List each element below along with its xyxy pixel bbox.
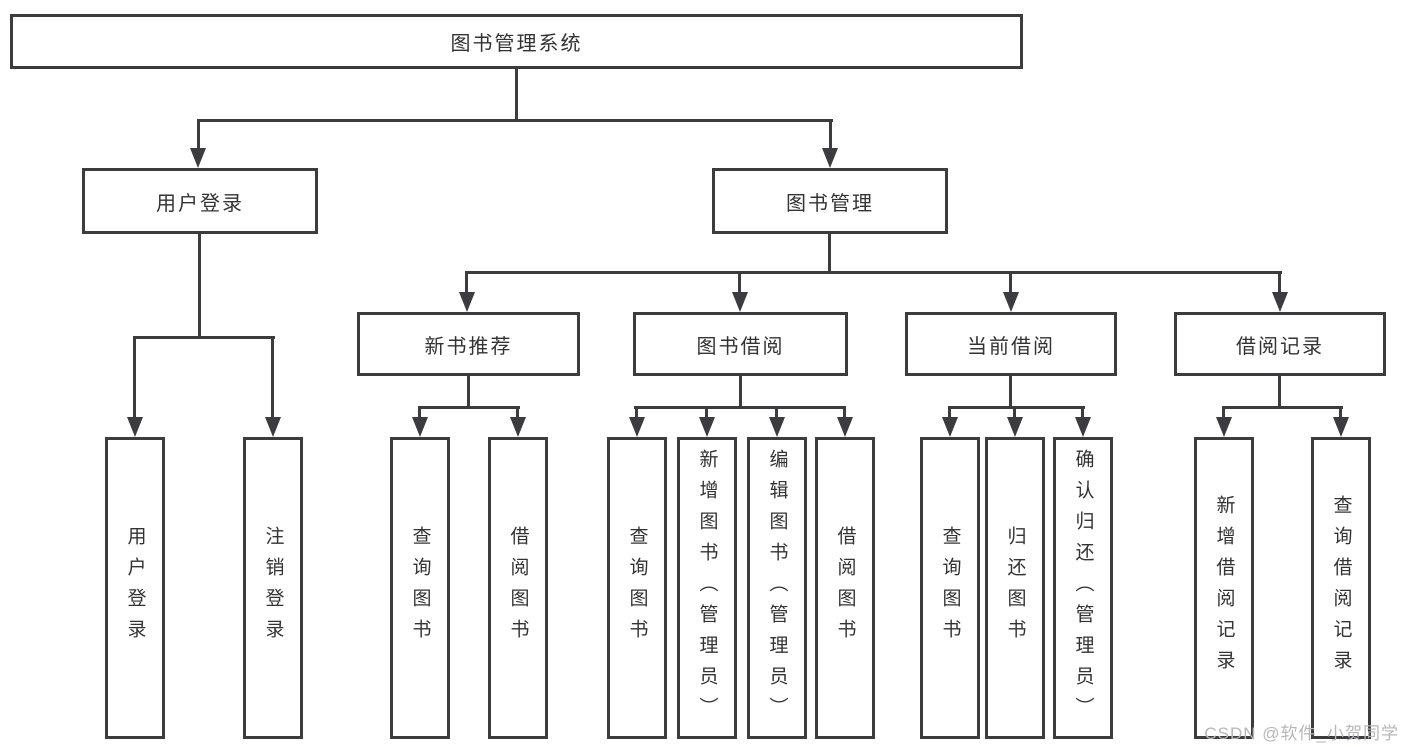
arrow-down-icon xyxy=(1003,292,1019,312)
connector-stem xyxy=(829,119,832,151)
arrow-down-icon xyxy=(1333,417,1349,437)
connector-stem xyxy=(465,271,468,295)
node-book-borrowing: 图书借阅 xyxy=(633,312,848,376)
arrow-down-icon xyxy=(822,148,838,168)
arrow-down-icon xyxy=(459,292,475,312)
leaf-confirm-return-admin: 确认归还（管理员） xyxy=(1053,437,1113,739)
node-label: 查询图书 xyxy=(409,526,431,650)
node-user-login: 用户登录 xyxy=(82,168,318,234)
node-label: 编辑图书（管理员） xyxy=(766,448,788,728)
arrow-down-icon xyxy=(265,417,281,437)
node-label: 注销登录 xyxy=(262,526,284,650)
connector-stem xyxy=(516,406,519,420)
node-label: 查询图书 xyxy=(939,526,961,650)
node-new-book-recommendation: 新书推荐 xyxy=(357,312,580,376)
arrow-down-icon xyxy=(837,417,853,437)
connector-stem xyxy=(271,336,274,420)
node-label: 用户登录 xyxy=(124,526,146,650)
connector-stem xyxy=(1222,406,1225,420)
node-label: 借阅图书 xyxy=(834,526,856,650)
arrow-down-icon xyxy=(127,417,143,437)
node-label: 确认归还（管理员） xyxy=(1072,448,1094,728)
node-label: 新增图书（管理员） xyxy=(696,448,718,728)
leaf-borrow-books-borrowing: 借阅图书 xyxy=(815,437,875,739)
arrow-down-icon xyxy=(190,148,206,168)
connector-stem xyxy=(1009,271,1012,295)
connector-stem xyxy=(1278,271,1281,295)
node-label: 借阅记录 xyxy=(1236,335,1324,358)
arrow-down-icon xyxy=(1075,417,1091,437)
node-label: 图书管理系统 xyxy=(450,33,583,55)
leaf-add-borrow-record: 新增借阅记录 xyxy=(1194,437,1254,739)
connector-stem xyxy=(1013,406,1016,420)
connector-stem xyxy=(133,336,136,420)
arrow-down-icon xyxy=(769,417,785,437)
connector-hline xyxy=(418,406,520,409)
node-label: 查询借阅记录 xyxy=(1330,495,1352,681)
connector-stem xyxy=(1339,406,1342,420)
connector-vline xyxy=(739,376,742,408)
csdn-watermark: CSDN @软件_小贺同学 xyxy=(1204,724,1399,743)
node-label: 归还图书 xyxy=(1004,526,1026,650)
node-label: 图书借阅 xyxy=(696,335,785,358)
node-library-system: 图书管理系统 xyxy=(10,14,1023,69)
node-label: 当前借阅 xyxy=(967,335,1055,358)
connector-book-mgmt-vline xyxy=(828,234,831,273)
node-label: 借阅图书 xyxy=(507,526,529,650)
leaf-add-books-admin: 新增图书（管理员） xyxy=(677,437,737,739)
leaf-query-books-current: 查询图书 xyxy=(920,437,980,739)
connector-vline xyxy=(1009,376,1012,408)
connector-user-login-vline xyxy=(198,234,201,338)
connector-stem xyxy=(635,406,638,420)
leaf-user-login: 用户登录 xyxy=(105,437,165,739)
connector-vline xyxy=(467,376,470,408)
node-label: 新书推荐 xyxy=(424,335,513,358)
arrow-down-icon xyxy=(942,417,958,437)
leaf-query-books-recommend: 查询图书 xyxy=(390,437,450,739)
connector-stem xyxy=(948,406,951,420)
leaf-query-books-borrowing: 查询图书 xyxy=(607,437,667,739)
connector-hline xyxy=(948,406,1085,409)
leaf-return-books: 归还图书 xyxy=(985,437,1045,739)
arrow-down-icon xyxy=(412,417,428,437)
connector-stem xyxy=(197,119,200,151)
node-book-management: 图书管理 xyxy=(712,168,948,234)
connector-stem xyxy=(843,406,846,420)
arrow-down-icon xyxy=(699,417,715,437)
connector-hline xyxy=(1222,406,1343,409)
leaf-borrow-books-recommend: 借阅图书 xyxy=(488,437,548,739)
leaf-logout: 注销登录 xyxy=(243,437,303,739)
connector-stem xyxy=(775,406,778,420)
node-label: 新增借阅记录 xyxy=(1213,495,1235,681)
connector-stem xyxy=(738,271,741,295)
connector-user-login-hline xyxy=(133,336,275,339)
node-borrowing-records: 借阅记录 xyxy=(1174,312,1386,376)
leaf-edit-books-admin: 编辑图书（管理员） xyxy=(747,437,807,739)
node-label: 图书管理 xyxy=(786,192,874,215)
connector-stem xyxy=(705,406,708,420)
node-current-borrowing: 当前借阅 xyxy=(905,312,1117,376)
connector-hline xyxy=(634,406,846,409)
arrow-down-icon xyxy=(1216,417,1232,437)
connector-root-vline xyxy=(515,69,518,121)
arrow-down-icon xyxy=(1007,417,1023,437)
connector-root-hline xyxy=(197,119,833,122)
arrow-down-icon xyxy=(1272,292,1288,312)
connector-stem xyxy=(1081,406,1084,420)
arrow-down-icon xyxy=(510,417,526,437)
node-label: 用户登录 xyxy=(156,192,244,215)
leaf-query-borrow-record: 查询借阅记录 xyxy=(1311,437,1371,739)
arrow-down-icon xyxy=(629,417,645,437)
connector-vline xyxy=(1278,376,1281,408)
arrow-down-icon xyxy=(732,292,748,312)
connector-book-mgmt-hline xyxy=(465,271,1282,274)
node-label: 查询图书 xyxy=(626,526,648,650)
connector-stem xyxy=(418,406,421,420)
